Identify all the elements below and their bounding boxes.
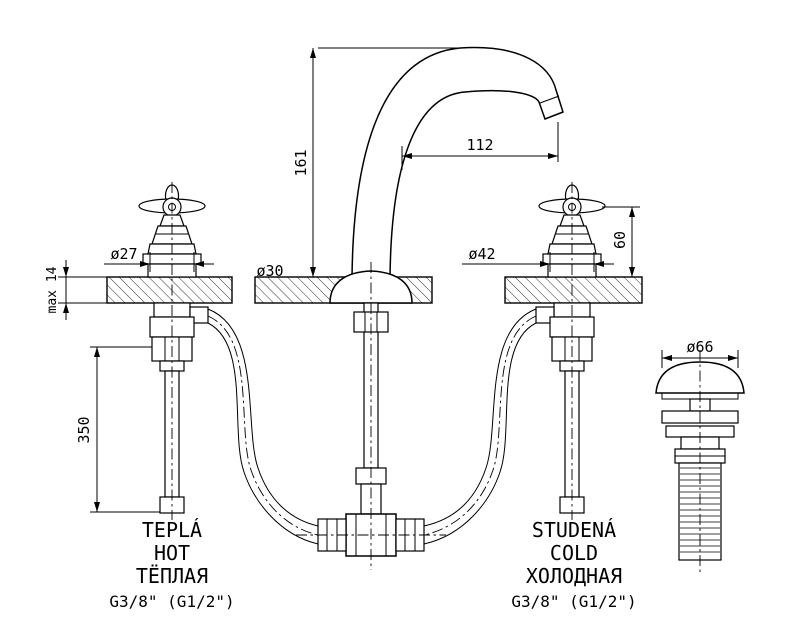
dimension-o30: ø30: [256, 262, 283, 280]
arrowhead: [140, 261, 150, 267]
cold-valve: [535, 184, 606, 514]
spout-aerator-line: [539, 95, 560, 104]
arrowhead: [548, 153, 558, 159]
hot-label-ru: ТЁПЛАЯ: [136, 564, 208, 588]
hot-thread-size: G3/8" (G1/2"): [109, 592, 234, 611]
arrowhead: [594, 261, 604, 267]
dimension-350: 350: [75, 346, 160, 513]
dim-drain-cap: ø66: [686, 338, 713, 356]
dim-deck-thickness: max 14: [45, 266, 60, 313]
deck-slab-right: [504, 276, 643, 304]
centerlines: [171, 182, 701, 574]
arrowhead: [94, 347, 100, 357]
dimension-112: 112: [401, 122, 559, 170]
arrowhead: [194, 261, 204, 267]
deck-slab-left: [106, 276, 233, 304]
dim-spout-height: 161: [292, 149, 310, 176]
hot-hose-centerline: [207, 315, 319, 536]
arrowhead: [629, 207, 635, 217]
cold-hose-centerline: [423, 315, 537, 536]
arrowhead: [629, 267, 635, 277]
dimension-161: 161: [292, 47, 462, 277]
dim-cold-handle: ø42: [468, 245, 495, 263]
hot-label-block: TEPLÁ HOT ТЁПЛАЯ G3/8" (G1/2"): [109, 518, 234, 611]
cold-label-ru: ХОЛОДНАЯ: [526, 564, 622, 588]
cold-label-block: STUDENÁ COLD ХОЛОДНАЯ G3/8" (G1/2"): [511, 518, 636, 611]
arrowhead: [310, 48, 316, 58]
dim-spout-base: ø30: [256, 262, 283, 280]
arrowhead: [540, 261, 550, 267]
arrowhead: [310, 267, 316, 277]
arrowhead: [728, 355, 738, 361]
arrowhead: [402, 153, 412, 159]
cold-label-en: COLD: [550, 541, 598, 565]
dimension-o27: ø27: [104, 245, 214, 272]
hot-valve: [138, 184, 209, 514]
dim-hot-handle: ø27: [110, 245, 137, 263]
hot-label-cz: TEPLÁ: [142, 518, 202, 542]
flexible-hoses: [207, 308, 537, 545]
arrowhead: [662, 355, 672, 361]
arrowhead: [94, 502, 100, 512]
arrowhead: [63, 303, 69, 313]
cold-thread-size: G3/8" (G1/2"): [511, 592, 636, 611]
hot-label-en: HOT: [154, 541, 190, 565]
dimension-60: 60: [602, 206, 640, 277]
cold-hose-wall: [423, 322, 537, 545]
dimension-o66: ø66: [661, 338, 739, 368]
hot-hose-wall: [207, 322, 319, 545]
hot-hose-wall: [207, 308, 319, 527]
cold-hose-wall: [423, 308, 537, 527]
spout-body: [351, 46, 564, 280]
dimension-o42: ø42: [462, 245, 614, 272]
dim-spout-reach: 112: [466, 136, 493, 154]
dim-hose-length: 350: [75, 416, 93, 443]
dimension-max14: max 14: [45, 260, 107, 320]
cold-label-cz: STUDENÁ: [532, 518, 616, 542]
arrowhead: [63, 267, 69, 277]
dim-handle-height: 60: [611, 231, 629, 249]
